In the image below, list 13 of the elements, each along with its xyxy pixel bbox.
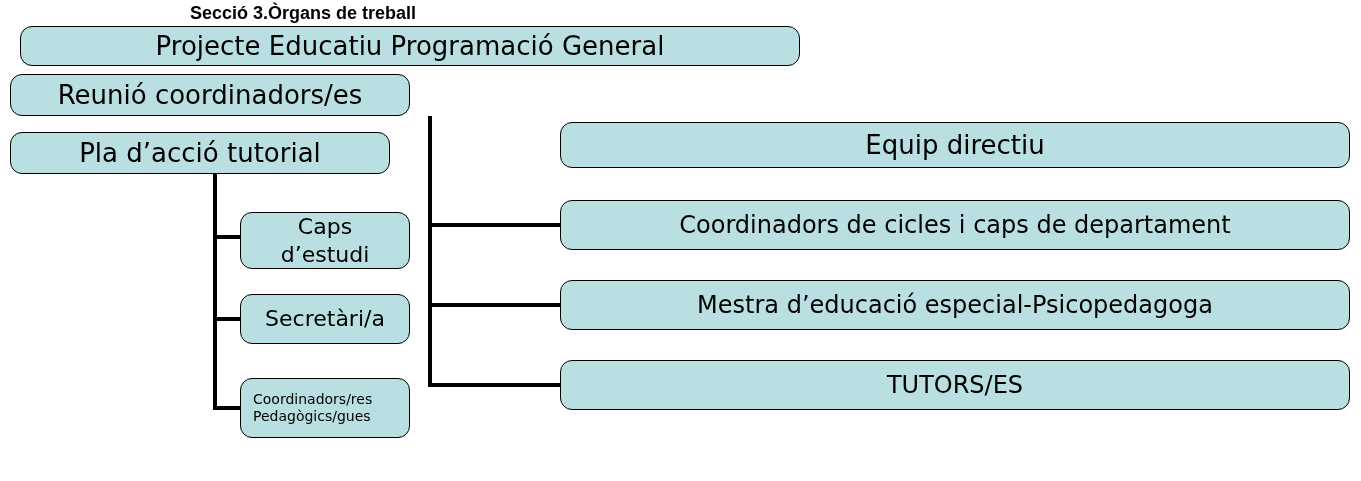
connector-line [428, 116, 560, 387]
org-box: Projecte Educatiu Programació General [20, 26, 800, 66]
section-title: Secció 3.Òrgans de treball [190, 2, 417, 24]
connector-line [213, 174, 240, 410]
org-box: Secretàri/a [240, 294, 410, 344]
org-box: Mestra d’educació especial-Psicopedagoga [560, 280, 1350, 330]
org-box: Caps d’estudi [240, 212, 410, 269]
org-box: Equip directiu [560, 122, 1350, 168]
org-box: Coordinadors/res Pedagògics/gues [240, 378, 410, 438]
org-box: TUTORS/ES [560, 360, 1350, 410]
org-box: Reunió coordinadors/es [10, 74, 410, 116]
org-box: Coordinadors de cicles i caps de departament [560, 200, 1350, 250]
org-box: Pla d’acció tutorial [10, 132, 390, 174]
